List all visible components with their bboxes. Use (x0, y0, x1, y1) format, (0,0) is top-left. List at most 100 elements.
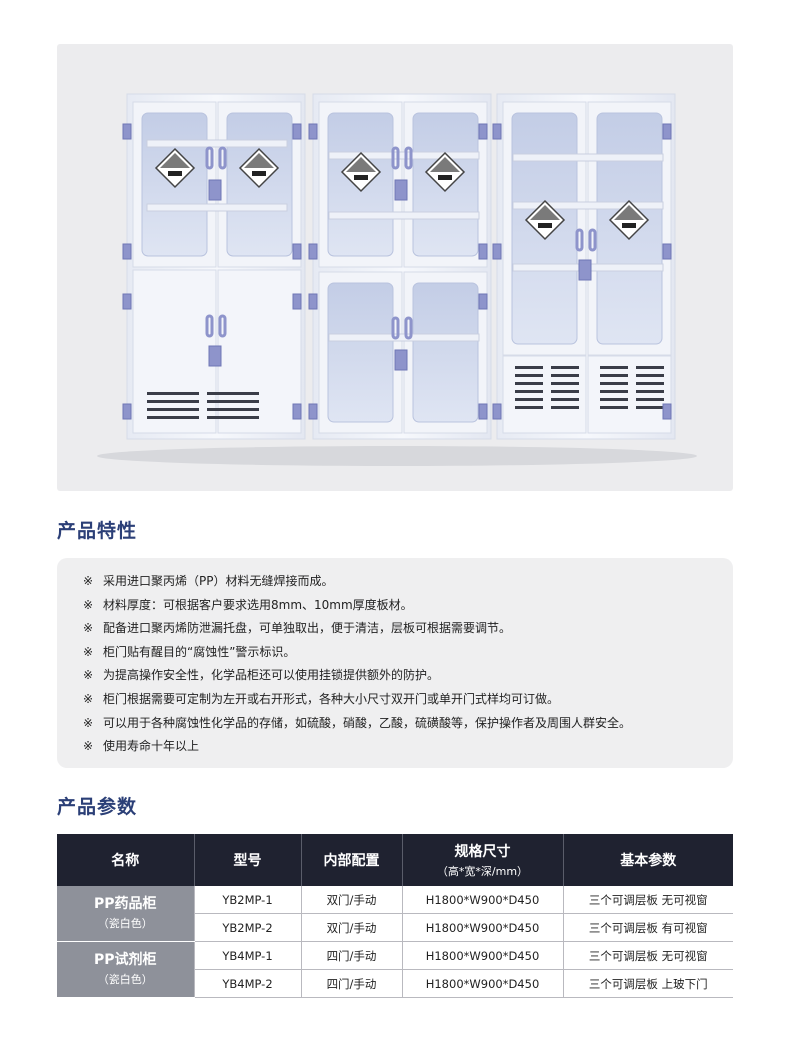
vent-slot (551, 406, 579, 409)
table-row: YB2MP-2 双门/手动 H1800*W900*D450 三个可调层板 有可视… (57, 913, 733, 942)
bullet-mark: ※ (83, 739, 94, 754)
feature-text: 为提高操作安全性，化学品柜还可以使用挂锁提供额外的防护。 (103, 668, 440, 683)
product-color: （瓷白色） (97, 916, 153, 930)
lock-icon (208, 345, 222, 367)
bullet-mark: ※ (83, 644, 94, 659)
feature-item: ※使用寿命十年以上 (83, 735, 733, 759)
hinge-icon (308, 403, 318, 420)
handle-icon (218, 314, 227, 338)
hinge-icon (122, 403, 132, 420)
product-name-cell: PP试剂柜（瓷白色） (57, 941, 194, 998)
feature-item: ※ 为提高操作安全性，化学品柜还可以使用挂锁提供额外的防护。 (83, 664, 733, 688)
vent-slot (600, 374, 628, 377)
vent-slot (515, 374, 543, 377)
warning-text-icon (622, 223, 636, 228)
vent-slot (636, 390, 664, 393)
vent-slot (600, 366, 628, 369)
glass-window (412, 282, 479, 423)
hinge-icon (662, 403, 672, 420)
cabinet-door (217, 269, 302, 434)
feature-item: ※ 材料厚度：可根据客户要求选用8mm、10mm厚度板材。 (83, 594, 733, 618)
hinge-icon (662, 123, 672, 140)
handle-icon (588, 228, 597, 252)
hinge-icon (478, 123, 488, 140)
warning-text-icon (354, 175, 368, 180)
features-title: 产品特性 (57, 520, 138, 542)
feature-item: ※ 可以用于各种腐蚀性化学品的存储，如硫酸，硝酸，乙酸，硫磺酸等，保护操作者及周围… (83, 712, 733, 736)
hinge-icon (292, 293, 302, 310)
vent-slot (600, 406, 628, 409)
vent-slot (147, 400, 199, 403)
shelf (146, 139, 288, 148)
warning-symbol-icon (346, 157, 376, 172)
col-header-config: 内部配置 (300, 834, 402, 886)
hinge-icon (122, 123, 132, 140)
glass-window (327, 282, 394, 423)
feature-text: 柜门贴有醒目的“腐蚀性”警示标识。 (103, 644, 296, 659)
warning-text-icon (252, 171, 266, 176)
vent-slot (207, 400, 259, 403)
product-color: （瓷白色） (97, 972, 153, 986)
bullet-mark: ※ (83, 715, 94, 730)
vent-slot (600, 390, 628, 393)
bullet-mark: ※ (83, 668, 94, 683)
vent-slot (515, 382, 543, 385)
params-table: 名称 型号 内部配置 规格尺寸（高*宽*深/mm） 基本参数 PP药品柜 （瓷白色… (57, 834, 733, 998)
table-row: YB4MP-2 四门/手动 H1800*W900*D450 三个可调层板 上玻下… (57, 969, 733, 998)
feature-text: 材料厚度：可根据客户要求选用8mm、10mm厚度板材。 (103, 597, 413, 612)
lock-icon (394, 179, 408, 201)
warning-text-icon (538, 223, 552, 228)
vent-slot (147, 392, 199, 395)
vent-slot (515, 406, 543, 409)
lock-icon (208, 179, 222, 201)
shelf (328, 211, 480, 220)
table-header-row: 名称 型号 内部配置 规格尺寸（高*宽*深/mm） 基本参数 (57, 834, 733, 886)
features-box: ※采用进口聚丙烯（PP）材料无缝焊接而成。 ※材料厚度：可根据客户要求选用8mm… (57, 558, 733, 768)
hinge-icon (122, 243, 132, 260)
feature-item: ※柜门根据需要可定制为左开或右开形式，各种大小尺寸双开门或单开门式样均可订做。 (83, 688, 733, 712)
col-header-name: 名称 (57, 834, 194, 886)
vent-slot (600, 382, 628, 385)
table-row: PP试剂柜（瓷白色） YB4MP-1 四门/手动 H1800*W900*D450… (57, 941, 733, 998)
vent-slot (551, 366, 579, 369)
hinge-icon (292, 243, 302, 260)
vent-slot (515, 366, 543, 369)
shelf (328, 333, 480, 342)
hinge-icon (292, 403, 302, 420)
vent-slot (636, 366, 664, 369)
product-name: PP药品柜 (93, 895, 157, 912)
params-title: 产品参数 (57, 796, 138, 818)
shelf (512, 153, 664, 162)
vent-slot (636, 398, 664, 401)
col-header-basic: 基本参数 (562, 834, 733, 886)
handle-icon (575, 228, 584, 252)
handle-icon (205, 314, 214, 338)
warning-symbol-icon (614, 205, 644, 220)
hinge-icon (492, 403, 502, 420)
handle-icon (205, 146, 214, 170)
config-cell: 双门/手动 (300, 886, 402, 914)
warning-symbol-icon (160, 153, 190, 168)
handle-icon (404, 316, 413, 340)
col-header-model: 型号 (193, 834, 301, 886)
product-name-cell: PP药品柜 （瓷白色） (57, 886, 194, 942)
feature-text: 柜门根据需要可定制为左开或右开形式，各种大小尺寸双开门或单开门式样均可订做。 (103, 691, 560, 706)
feature-item: ※配备进口聚丙烯防泄漏托盘，可单独取出，便于清洁，层板可根据需要调节。 (83, 617, 733, 641)
feature-text: 可以用于各种腐蚀性化学品的存储，如硫酸，硝酸，乙酸，硫磺酸等，保护操作者及周围人… (103, 715, 632, 730)
vent-slot (207, 392, 259, 395)
warning-text-icon (168, 171, 182, 176)
bullet-mark: ※ (83, 597, 94, 612)
vent-slot (207, 408, 259, 411)
shelf (512, 201, 664, 210)
hinge-icon (292, 123, 302, 140)
config-cell: 四门/手动 (300, 969, 402, 998)
size-cell: H1800*W900*D450 (401, 886, 563, 914)
basic-cell: 三个可调层板 上玻下门 (562, 969, 733, 998)
hinge-icon (662, 243, 672, 260)
hinge-icon (478, 293, 488, 310)
vent-slot (551, 374, 579, 377)
feature-item: ※ 柜门贴有醒目的“腐蚀性”警示标识。 (83, 641, 733, 665)
basic-cell: 三个可调层板 无可视窗 (562, 886, 733, 914)
size-cell: H1800*W900*D450 (401, 913, 563, 942)
vent-slot (636, 382, 664, 385)
